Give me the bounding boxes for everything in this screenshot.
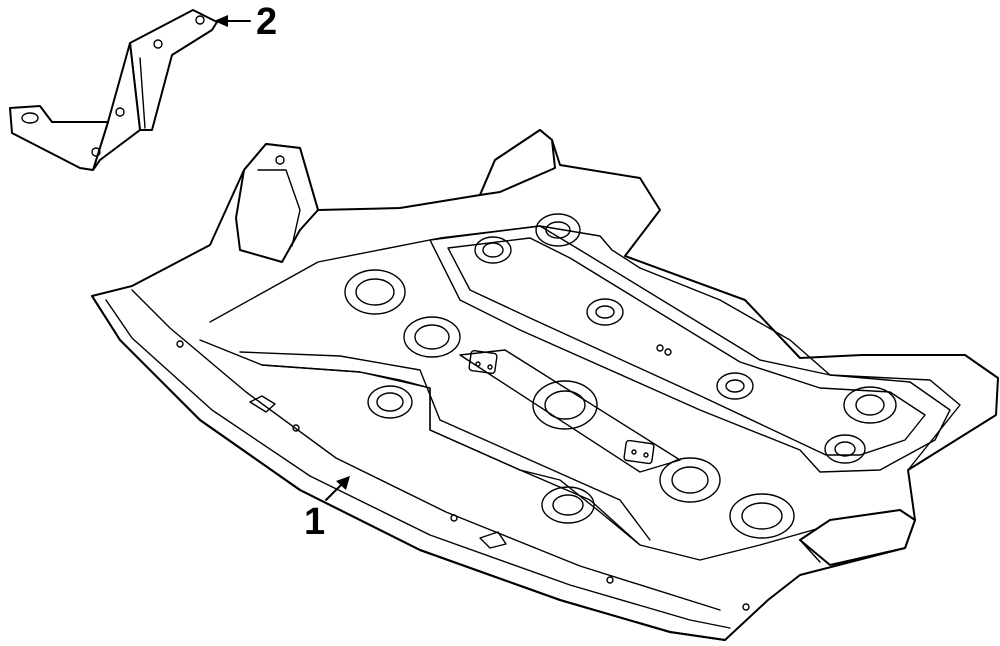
undercover-part [91, 129, 999, 641]
callout-label-2: 2 [256, 1, 277, 43]
callout-arrow-1 [325, 476, 350, 501]
bracket-part [9, 9, 218, 171]
callout-arrow-2 [214, 15, 251, 27]
callout-label-1: 1 [304, 501, 325, 543]
